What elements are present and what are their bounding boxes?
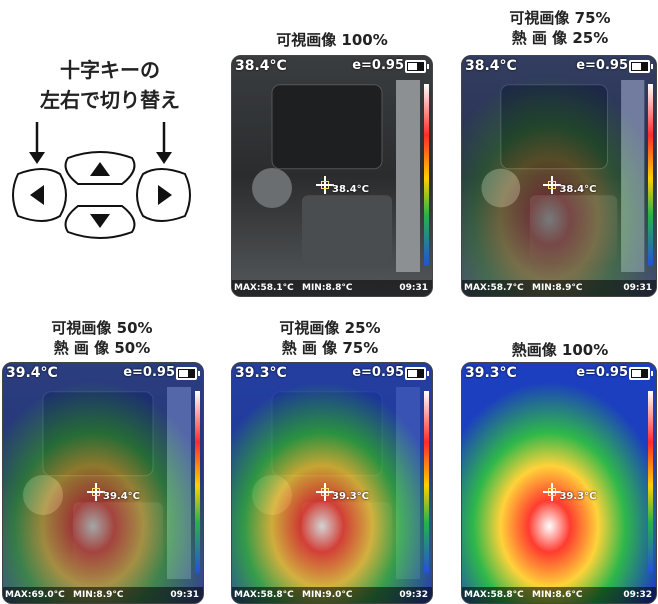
left-key[interactable]: [12, 168, 67, 222]
engine-bay-image: [462, 363, 656, 603]
max-temperature: MAX:69.0°C: [5, 590, 65, 600]
engine-bay-image: [232, 363, 432, 603]
emissivity-value: e=0.95: [576, 58, 628, 73]
right-key[interactable]: [136, 168, 191, 222]
battery-icon: [405, 60, 429, 73]
caption-panel-5: 熱画像 100%: [511, 341, 609, 359]
min-temperature: MIN:8.6°C: [532, 590, 583, 600]
spot-temperature: 38.4°C: [559, 184, 597, 195]
max-temperature: MAX:58.8°C: [234, 590, 294, 600]
clock-time: 09:31: [399, 283, 428, 293]
up-triangle-icon: [90, 162, 110, 176]
clock-time: 09:31: [170, 590, 199, 600]
caption-panel-3: 可視画像 50% 熱 画 像 50%: [51, 319, 153, 357]
clock-time: 09:32: [399, 590, 428, 600]
down-triangle-icon: [90, 214, 110, 228]
cross-key-pad: [0, 118, 230, 253]
thermal-screen-3: 39.4°C e=0.95 39.4°C MAX:69.0°C MIN:8.9°C 09:…: [2, 362, 204, 604]
spot-temperature: 39.4°C: [103, 491, 141, 502]
caption-panel-2: 可視画像 75% 熱 画 像 25%: [509, 9, 611, 47]
instruction-line-2: 左右で切り替え: [40, 88, 180, 112]
crosshair-icon: [316, 483, 334, 501]
min-temperature: MIN:8.8°C: [302, 283, 353, 293]
crosshair-icon: [316, 176, 334, 194]
emissivity-value: e=0.95: [123, 365, 175, 380]
min-temperature: MIN:9.0°C: [302, 590, 353, 600]
crosshair-icon: [543, 483, 562, 501]
up-key[interactable]: [64, 151, 136, 185]
spot-temperature: 38.4°C: [332, 184, 370, 195]
center-temperature: 38.4°C: [235, 58, 287, 74]
right-triangle-icon: [158, 185, 172, 205]
battery-icon: [629, 367, 653, 380]
center-temperature: 38.4°C: [465, 58, 517, 74]
instruction-line-1: 十字キーの: [60, 58, 160, 82]
thermal-screen-4: 39.3°C e=0.95 39.3°C MAX:58.8°C MIN:9.0°C 09:…: [231, 362, 433, 604]
crosshair-icon: [543, 176, 562, 194]
status-bar: MAX:69.0°C MIN:8.9°C 09:31: [3, 587, 203, 603]
max-temperature: MAX:58.8°C: [464, 590, 524, 600]
color-scale-bar: [424, 84, 429, 266]
spot-temperature: 39.3°C: [559, 491, 597, 502]
caption-panel-1: 可視画像 100%: [276, 31, 388, 49]
clock-time: 09:32: [623, 590, 652, 600]
color-scale-bar: [648, 391, 653, 573]
status-bar: MAX:58.7°C MIN:8.9°C 09:31: [462, 280, 656, 296]
left-triangle-icon: [30, 185, 44, 205]
emissivity-value: e=0.95: [352, 365, 404, 380]
thermal-screen-2: 38.4°C e=0.95 38.4°C MAX:58.7°C MIN:8.9°C 09:…: [461, 55, 657, 297]
center-temperature: 39.3°C: [235, 365, 287, 381]
min-temperature: MIN:8.9°C: [532, 283, 583, 293]
emissivity-value: e=0.95: [352, 58, 404, 73]
down-key[interactable]: [64, 205, 136, 239]
engine-bay-image: [462, 56, 656, 296]
battery-icon: [176, 367, 200, 380]
battery-icon: [405, 367, 429, 380]
crosshair-icon: [87, 483, 105, 501]
caption-panel-4: 可視画像 25% 熱 画 像 75%: [279, 319, 381, 357]
pointer-arrow-left-icon: [29, 122, 45, 164]
engine-bay-image: [232, 56, 432, 296]
thermal-screen-5: 39.3°C e=0.95 39.3°C MAX:58.8°C MIN:8.6°C 09:…: [461, 362, 657, 604]
emissivity-value: e=0.95: [576, 365, 628, 380]
min-temperature: MIN:8.9°C: [73, 590, 124, 600]
center-temperature: 39.3°C: [465, 365, 517, 381]
color-scale-bar: [424, 391, 429, 573]
status-bar: MAX:58.1°C MIN:8.8°C 09:31: [232, 280, 432, 296]
color-scale-bar: [648, 84, 653, 266]
center-temperature: 39.4°C: [6, 365, 58, 381]
pointer-arrow-right-icon: [156, 122, 172, 164]
status-bar: MAX:58.8°C MIN:8.6°C 09:32: [462, 587, 656, 603]
status-bar: MAX:58.8°C MIN:9.0°C 09:32: [232, 587, 432, 603]
clock-time: 09:31: [623, 283, 652, 293]
thermal-screen-1: 38.4°C e=0.95 38.4°C MAX:58.1°C MIN:8.8°C 09:…: [231, 55, 433, 297]
engine-bay-image: [3, 363, 203, 603]
spot-temperature: 39.3°C: [332, 491, 370, 502]
max-temperature: MAX:58.7°C: [464, 283, 524, 293]
max-temperature: MAX:58.1°C: [234, 283, 294, 293]
battery-icon: [629, 60, 653, 73]
instruction-text: 十字キーの 左右で切り替え: [10, 55, 210, 115]
color-scale-bar: [195, 391, 200, 573]
